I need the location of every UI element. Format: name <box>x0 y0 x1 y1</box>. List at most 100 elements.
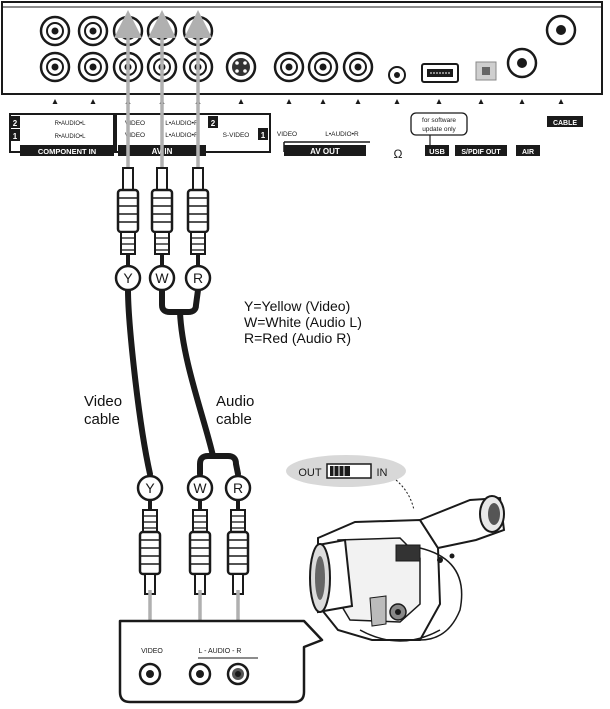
component-in-row2-label: R•AUDIO•L <box>55 121 87 127</box>
panel-rca-jack <box>342 51 374 83</box>
plug-label-circle <box>136 474 164 502</box>
component-in-row1-number: 1 <box>13 132 18 141</box>
rca-plug: Y <box>136 474 164 595</box>
audio-cable-label-line1: Audio <box>216 393 255 410</box>
rca-plug: R <box>184 167 212 292</box>
headphone-jack <box>388 66 406 84</box>
label-marker <box>355 99 361 104</box>
label-marker <box>52 99 58 104</box>
component-in-row1-label: R•AUDIO•L <box>55 134 87 140</box>
plug-label-circle <box>184 264 212 292</box>
switch-slider-knob <box>330 466 350 476</box>
video-cable-label-line1: Video <box>84 393 123 410</box>
label-marker <box>394 99 400 104</box>
av-in-row2-video: VIDEO <box>125 120 145 127</box>
panel-rca-jack <box>39 51 71 83</box>
plug-letter: R <box>193 270 203 286</box>
legend-red: R=Red (Audio R) <box>244 330 351 346</box>
video-cable-label-line2: cable <box>84 411 120 428</box>
video-cable <box>125 287 153 477</box>
panel-rca-jack <box>77 51 109 83</box>
component-in-row2-number: 2 <box>13 119 18 128</box>
rca-plug: R <box>224 474 252 595</box>
label-marker <box>320 99 326 104</box>
jack-label-audio: L - AUDIO - R <box>199 648 242 655</box>
air-antenna-jack <box>506 47 538 79</box>
plug-letter: R <box>233 480 243 496</box>
headphone-icon: Ω <box>394 147 403 161</box>
audio-cable-bottom-fork <box>197 453 241 477</box>
camcorder <box>309 495 506 642</box>
av-out-audio: L•AUDIO•R <box>325 131 359 138</box>
camcorder-audio-l-jack <box>188 662 212 686</box>
spdif-optical-port <box>475 61 497 81</box>
panel-rca-jack <box>77 15 109 47</box>
air-title: AIR <box>522 149 534 156</box>
cable-title: CABLE <box>553 120 577 127</box>
switch-pointer <box>395 479 415 511</box>
plug-label-circle <box>186 474 214 502</box>
switch-label-in: IN <box>377 467 388 479</box>
plug-letter: W <box>155 270 169 286</box>
cables <box>125 287 241 477</box>
cable-antenna-jack <box>545 14 577 46</box>
camcorder-audio-r-jack <box>226 662 250 686</box>
audio-cable-main <box>177 309 216 459</box>
audio-cable-label-line2: cable <box>216 411 252 428</box>
label-marker <box>90 99 96 104</box>
plug-letter: Y <box>145 480 155 496</box>
panel-rca-jack <box>307 51 339 83</box>
jack-label-video: VIDEO <box>141 648 163 655</box>
rca-plug: W <box>186 474 214 595</box>
audio-cable-white-top <box>159 287 201 315</box>
av-out-title: AV OUT <box>310 147 340 156</box>
usb-title: USB <box>429 147 445 156</box>
camcorder-jack-panel: VIDEO L - AUDIO - R <box>118 619 324 704</box>
label-marker <box>238 99 244 104</box>
av-in-row1-number: 1 <box>261 131 266 140</box>
usb-note-line2: update only <box>422 126 456 133</box>
spdif-block: S/PDIF OUT <box>455 145 507 156</box>
label-marker <box>519 99 525 104</box>
av-in-row1-s-video: S-VIDEO <box>223 132 250 139</box>
air-block: AIR <box>516 145 540 156</box>
usb-note-line1: for software <box>422 117 456 124</box>
spdif-title: S/PDIF OUT <box>461 149 501 156</box>
component-in-title: COMPONENT IN <box>38 147 96 156</box>
signal-arrows-top <box>114 10 212 180</box>
legend-white: W=White (Audio L) <box>244 314 362 330</box>
plug-letter: W <box>193 480 207 496</box>
usb-block: for software update only USB <box>410 112 468 156</box>
av-out-video: VIDEO <box>277 131 297 138</box>
panel-rca-jack <box>39 15 71 47</box>
s-video-jack <box>225 51 257 83</box>
out-in-switch-bubble: OUT IN <box>286 455 415 511</box>
label-marker <box>286 99 292 104</box>
rca-plug: Y <box>114 167 142 292</box>
component-in-block: 2 1 R•AUDIO•L R•AUDIO•L COMPONENT IN <box>9 113 115 156</box>
plug-label-circle <box>224 474 252 502</box>
camcorder-button <box>437 557 443 563</box>
av-in-row1-audio: L•AUDIO•R <box>165 132 199 139</box>
av-in-row1-video: VIDEO <box>125 132 145 139</box>
av-out-block: VIDEO L•AUDIO•R AV OUT <box>277 131 370 156</box>
legend-yellow: Y=Yellow (Video) <box>244 298 351 314</box>
label-marker <box>436 99 442 104</box>
panel-label-strip: 2 1 R•AUDIO•L R•AUDIO•L COMPONENT IN 2 1… <box>9 99 583 161</box>
rca-plug: W <box>148 167 176 292</box>
av-in-block: 2 1 VIDEO L•AUDIO•R VIDEO L•AUDIO•R S-VI… <box>115 113 271 156</box>
plug-label-circle <box>148 264 176 292</box>
plug-label-circle <box>114 264 142 292</box>
camcorder-strap <box>419 547 463 641</box>
switch-label-out: OUT <box>298 467 322 479</box>
camcorder-display <box>395 544 421 562</box>
usb-port <box>421 63 459 83</box>
panel-rca-jack <box>273 51 305 83</box>
av-in-row2-number: 2 <box>211 119 216 128</box>
av-in-row2-audio: L•AUDIO•R <box>165 120 199 127</box>
cable-block: CABLE <box>547 116 583 127</box>
